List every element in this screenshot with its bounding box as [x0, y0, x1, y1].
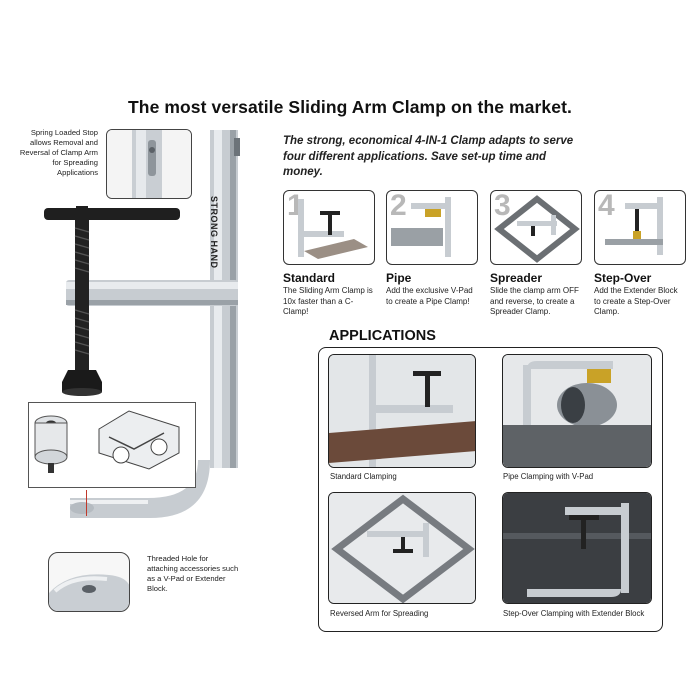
sliding-arm-clamp-illustration: [44, 130, 240, 518]
mode-pipe-image: 2: [386, 190, 478, 265]
brand-label: STRONG HAND: [209, 196, 219, 269]
application-pipe-caption: Pipe Clamping with V-Pad: [503, 472, 594, 481]
mode-number: 2: [390, 190, 407, 222]
application-step-over-caption: Step-Over Clamping with Extender Block: [503, 609, 645, 618]
mode-step-over-title: Step-Over: [594, 271, 652, 285]
application-standard-photo: [328, 354, 476, 468]
threaded-hole-marker: [86, 490, 87, 516]
mode-number: 4: [598, 190, 615, 222]
threaded-hole-callout: Threaded Hole for attaching accessories …: [147, 554, 239, 593]
page-title: The most versatile Sliding Arm Clamp on …: [127, 97, 572, 117]
vpad-accessory-illustration: [34, 410, 180, 473]
accessory-detail-frame: [28, 402, 196, 488]
mode-standard-image: 1: [283, 190, 375, 265]
mode-spreader-title: Spreader: [490, 271, 543, 285]
mode-spreader-desc: Slide the clamp arm OFF and reverse, to …: [490, 286, 579, 316]
mode-standard-title: Standard: [283, 271, 336, 285]
application-spreading-caption: Reversed Arm for Spreading: [330, 609, 429, 618]
mode-standard-desc: The Sliding Arm Clamp is 10x faster than…: [283, 286, 373, 316]
mode-pipe-desc: Add the exclusive V-Pad to create a Pipe…: [386, 286, 473, 306]
application-pipe-photo: [502, 354, 652, 468]
mode-step-over-desc: Add the Extender Block to create a Step-…: [594, 286, 678, 316]
application-spreading-photo: [328, 492, 476, 604]
applications-panel: [318, 347, 663, 632]
mode-spreader-image: 3: [490, 190, 582, 265]
application-standard-caption: Standard Clamping: [330, 472, 397, 481]
spring-stop-callout: Spring Loaded Stop allows Removal and Re…: [19, 128, 98, 177]
intro-text: The strong, economical 4-IN-1 Clamp adap…: [283, 135, 574, 178]
mode-step-over-image: 4: [594, 190, 686, 265]
threaded-hole-photo: [48, 552, 130, 612]
applications-heading: APPLICATIONS: [327, 328, 438, 344]
mode-number: 3: [494, 190, 511, 222]
spring-stop-photo: [106, 129, 192, 199]
application-step-over-photo: [502, 492, 652, 604]
mode-pipe-title: Pipe: [386, 271, 412, 285]
